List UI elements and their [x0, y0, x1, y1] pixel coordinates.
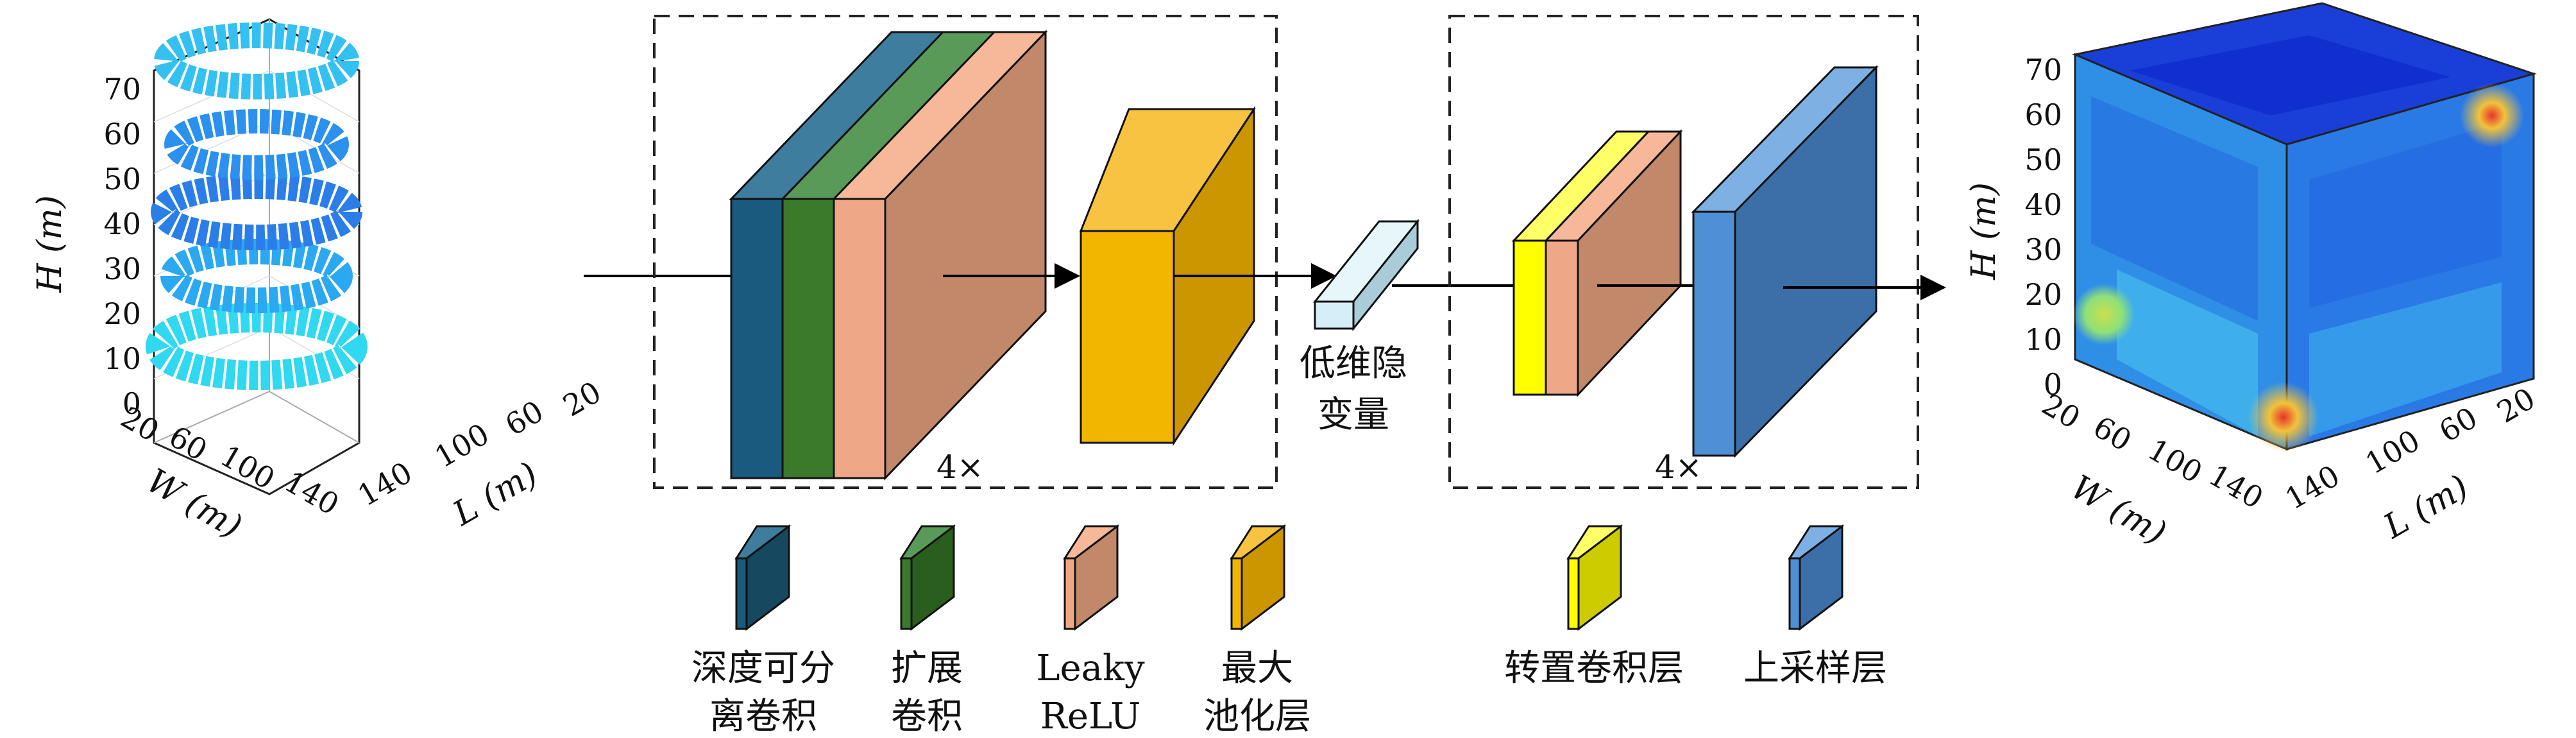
- output-h-tick: 10: [2024, 322, 2062, 357]
- legend-label-line1: 上采样层: [1743, 648, 1887, 689]
- encoder-block: 4×: [653, 15, 1278, 489]
- input-volume-plot: 0 10 20 30 40 50 60 70 H (m) 20 60 100 1…: [31, 18, 607, 546]
- legend-item-dilated: 扩展 卷积: [891, 524, 963, 737]
- legend-label-line2: 卷积: [891, 696, 963, 737]
- latent-label-line2: 变量: [1318, 394, 1389, 436]
- output-w-axis-label: W (m): [2065, 468, 2173, 553]
- legend-label-line2: 离卷积: [709, 696, 817, 737]
- legend-label-line1: 扩展: [891, 648, 963, 689]
- input-l-tick: 20: [557, 374, 607, 423]
- output-h-tick: 50: [2024, 142, 2062, 177]
- input-h-tick: 40: [103, 207, 141, 241]
- legend-label-line2: ReLU: [1040, 696, 1141, 737]
- latent-vector: [1312, 218, 1420, 332]
- input-w-tick: 140: [279, 464, 345, 522]
- input-h-tick: 60: [103, 117, 141, 151]
- legend-label-line2: 池化层: [1203, 696, 1311, 737]
- legend-item-transpose-conv: 转置卷积层: [1504, 524, 1684, 689]
- ring-2: [151, 173, 362, 250]
- transpose-conv-slab: [1511, 130, 1651, 396]
- input-h-tick: 70: [103, 72, 141, 107]
- input-h-tick: 10: [103, 341, 141, 376]
- decoder-block: 4×: [1448, 15, 1919, 489]
- legend-item-depthwise: 深度可分 离卷积: [691, 524, 835, 737]
- input-w-tick: 100: [215, 438, 281, 497]
- input-l-axis-label: L (m): [446, 455, 545, 534]
- ring-1: [160, 239, 353, 313]
- output-h-tick: 30: [2024, 232, 2062, 267]
- output-h-axis-label: H (m): [1965, 182, 2003, 280]
- output-l-tick: 100: [2360, 423, 2426, 481]
- decoder-repeat-label: 4×: [1655, 449, 1702, 486]
- legend-swatch: [1566, 524, 1623, 631]
- encoder-dashed-frame: [653, 15, 1278, 489]
- ring-4: [154, 22, 359, 99]
- legend: 深度可分 离卷积 扩展 卷积 Leaky ReLU: [691, 524, 1887, 737]
- output-l-tick: 140: [2280, 458, 2346, 517]
- decoder-leaky-slab: [1543, 129, 1683, 397]
- output-h-tick: 0: [2044, 367, 2062, 402]
- input-h-tick: 30: [103, 252, 141, 286]
- input-h-tick: 0: [123, 386, 141, 421]
- hotspot-bottom: [2248, 382, 2319, 452]
- input-l-tick: 140: [352, 455, 418, 513]
- output-w-tick: 100: [2142, 432, 2208, 490]
- upsample-slab: [1691, 65, 1879, 458]
- input-l-tick: 100: [429, 416, 495, 475]
- legend-label-line1: 最大: [1221, 648, 1293, 689]
- encoder-repeat-label: 4×: [936, 449, 984, 486]
- output-volume-plot: 0 10 20 30 40 50 60 70 H (m) 20 60 100 1…: [1965, 2, 2541, 553]
- leaky-relu-slab: [831, 30, 1048, 481]
- output-h-tick: 20: [2024, 277, 2062, 312]
- input-h-ticks: 0 10 20 30 40 50 60 70: [103, 72, 141, 421]
- legend-label-line1: Leaky: [1036, 648, 1145, 689]
- legend-item-upsample: 上采样层: [1743, 524, 1887, 689]
- output-w-tick: 140: [2203, 458, 2269, 516]
- input-w-tick: 60: [164, 419, 214, 468]
- hotspot-left: [2073, 284, 2135, 345]
- legend-label-line1: 深度可分: [691, 648, 835, 689]
- output-h-ticks: 0 10 20 30 40 50 60 70: [2024, 53, 2062, 402]
- output-h-tick: 60: [2024, 98, 2062, 132]
- output-l-axis-label: L (m): [2377, 468, 2475, 547]
- legend-swatch: [899, 524, 956, 631]
- legend-swatch: [1788, 524, 1844, 631]
- ring-0: [146, 303, 368, 390]
- legend-swatch: [734, 524, 791, 631]
- input-l-tick: 60: [500, 393, 550, 442]
- output-h-tick: 40: [2024, 187, 2062, 222]
- input-voxel-rings: [146, 22, 368, 390]
- output-w-tick: 60: [2088, 409, 2138, 458]
- latent-label-line1: 低维隐: [1300, 343, 1407, 384]
- legend-item-max-pool: 最大 池化层: [1203, 524, 1311, 737]
- dilated-conv-slab: [780, 31, 997, 479]
- output-l-tick: 60: [2434, 400, 2484, 449]
- input-h-tick: 50: [103, 162, 141, 196]
- legend-label-line1: 转置卷积层: [1504, 648, 1684, 689]
- decoder-dashed-frame: [1448, 15, 1919, 489]
- ring-3: [164, 109, 349, 180]
- legend-item-leaky-relu: Leaky ReLU: [1036, 524, 1145, 737]
- output-h-tick: 70: [2024, 53, 2062, 87]
- legend-swatch: [1230, 524, 1286, 631]
- legend-swatch: [1063, 524, 1119, 631]
- input-h-axis-label: H (m): [31, 195, 69, 293]
- hotspot-right: [2460, 83, 2524, 148]
- input-h-tick: 20: [103, 296, 141, 331]
